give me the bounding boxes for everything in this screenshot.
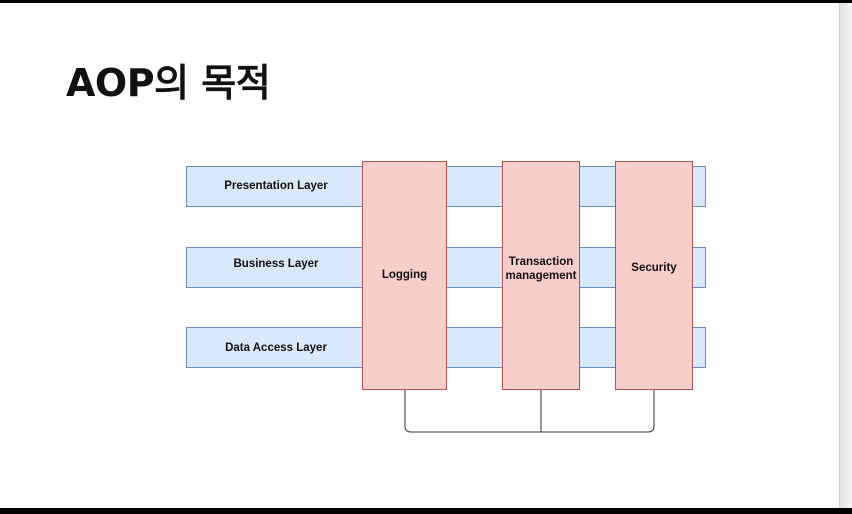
aspect-label-transaction: Transaction management <box>505 256 577 282</box>
connector-path <box>404 390 655 433</box>
aspect-security: Security <box>615 161 693 390</box>
top-border <box>0 0 852 3</box>
bottom-border <box>0 508 852 514</box>
slide-title: AOP의 목적 <box>66 61 271 105</box>
aspect-label-logging: Logging <box>381 268 428 281</box>
layer-label-data-access: Data Access Layer <box>225 342 327 354</box>
right-edge <box>839 3 852 508</box>
aspect-transaction-management: Transaction management <box>502 161 580 390</box>
layer-label-presentation: Presentation Layer <box>224 180 328 192</box>
layer-label-business: Business Layer <box>233 258 319 270</box>
aspect-label-security: Security <box>631 261 677 274</box>
aspect-logging: Logging <box>362 161 447 390</box>
